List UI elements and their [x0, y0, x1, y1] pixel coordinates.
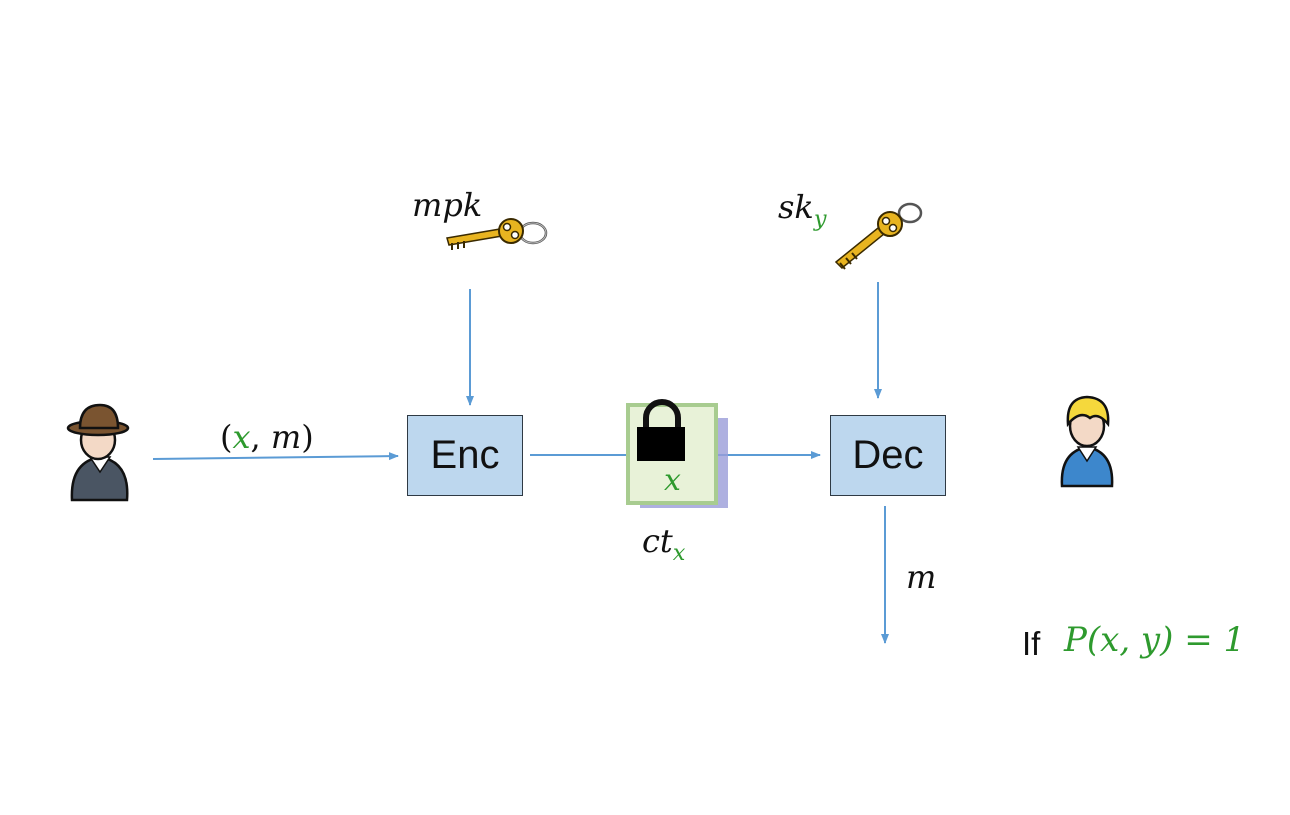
sk-base: sk [778, 188, 814, 226]
output-label: m [906, 558, 937, 596]
enc-box: Enc [407, 415, 523, 496]
sk-sub: y [813, 205, 827, 232]
mpk-key-icon [446, 218, 548, 250]
receiver-person-icon [1060, 395, 1114, 488]
ciphertext-tag: x [664, 463, 681, 498]
input-sep: , [250, 418, 261, 456]
mpk-label: mpk [412, 186, 483, 224]
ciphertext-base: ct [642, 522, 673, 560]
input-paren-open: ( [220, 418, 233, 456]
ciphertext-lock-icon [626, 399, 728, 508]
input-paren-close: ) [301, 418, 314, 456]
dec-box: Dec [830, 415, 946, 496]
input-label: (x, m) [220, 418, 314, 456]
ciphertext-label: ctx [642, 522, 685, 566]
ciphertext-sub: x [672, 539, 686, 566]
sk-key-icon [834, 202, 923, 270]
condition-if: If [1022, 625, 1041, 662]
input-x: x [232, 418, 251, 456]
enc-box-label: Enc [430, 433, 500, 477]
arrow-sender-to-enc [152, 452, 399, 461]
condition-expr: P(x, y) = 1 [1064, 620, 1246, 660]
sender-person-icon [66, 403, 130, 502]
input-m: m [270, 418, 302, 456]
sk-label: sky [778, 188, 826, 232]
dec-box-label: Dec [852, 433, 924, 477]
